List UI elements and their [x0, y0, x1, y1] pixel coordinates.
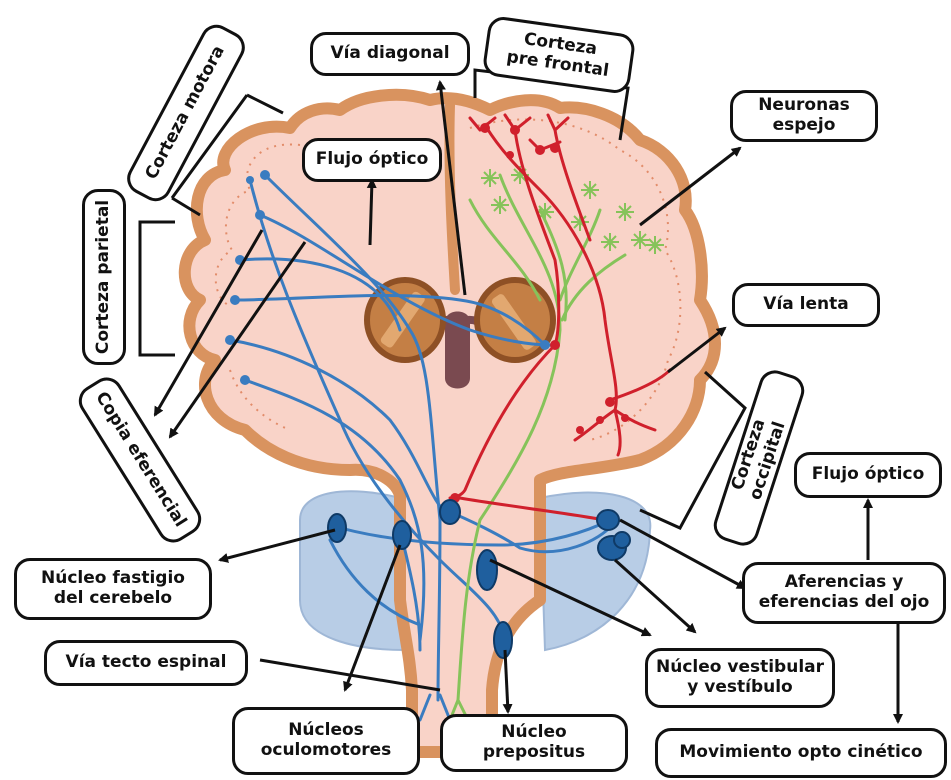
label-neuronas-espejo: Neuronas espejo: [730, 90, 878, 142]
label-nucleo-prepositus: Núcleo prepositus: [440, 714, 628, 772]
label-corteza-parietal: Corteza parietal: [82, 189, 126, 365]
arrow-prepositus: [505, 650, 508, 712]
label-flujo-optico-right: Flujo óptico: [794, 452, 942, 498]
label-flujo-optico-top: Flujo óptico: [302, 138, 442, 182]
arrow-flujo-optico-top: [370, 180, 372, 245]
label-via-diagonal: Vía diagonal: [310, 32, 470, 76]
label-aferencias: Aferencias y eferencias del ojo: [742, 562, 946, 624]
label-movimiento-opto: Movimiento opto cinético: [655, 728, 947, 778]
label-nucleo-vestibular: Núcleo vestibular y vestíbulo: [645, 648, 835, 708]
label-via-lenta: Vía lenta: [732, 283, 880, 327]
bracket-parietal: [140, 222, 175, 355]
label-via-tecto-espinal: Vía tecto espinal: [44, 640, 248, 686]
label-nucleo-fastigio: Núcleo fastigio del cerebelo: [14, 558, 212, 620]
label-nucleos-oculomotores: Núcleos oculomotores: [232, 707, 420, 775]
